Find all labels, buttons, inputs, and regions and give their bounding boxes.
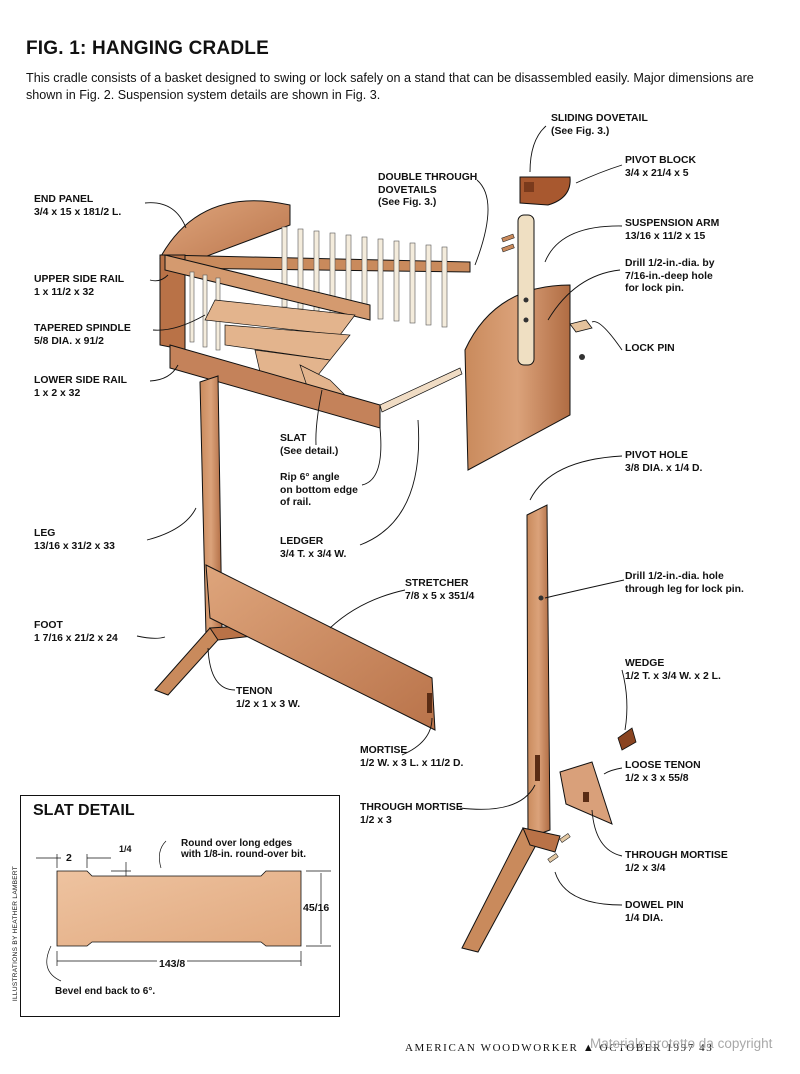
right-leg-shape: [526, 504, 551, 839]
upper-side-rail-shape: [164, 254, 371, 321]
suspension-arm-shape: [517, 214, 535, 366]
left-foot-shape: [154, 627, 226, 696]
label-sliding-dovetail: SLIDING DOVETAIL(See Fig. 3.): [551, 113, 648, 137]
page-footer: AMERICAN WOODWORKER ▲ OCTOBER 1997 43: [405, 1042, 714, 1054]
wedge-shape: [617, 727, 637, 751]
slat-detail-title: SLAT DETAIL: [33, 802, 135, 819]
end-panel-back: [159, 200, 291, 269]
right-foot-shape: [461, 827, 543, 953]
slat-detail-drawing: [36, 840, 331, 982]
slat-dim-width: 45/16: [303, 902, 330, 914]
slat-dim-quarter: 1/4: [119, 844, 132, 854]
label-slat: SLAT(See detail.): [280, 433, 339, 457]
intro-paragraph: This cradle consists of a basket designe…: [26, 71, 754, 102]
slat-dim-2: 2: [66, 852, 72, 864]
lock-pin-shape: [569, 319, 593, 333]
slat-bevel-note: Bevel end back to 6°.: [55, 986, 156, 997]
illustration-credit: ILLUSTRATIONS BY HEATHER LAMBERT: [12, 865, 20, 1002]
copyright-watermark: Materiale protetto da copyright: [590, 1036, 773, 1051]
figure-title: FIG. 1: HANGING CRADLE: [26, 38, 269, 59]
slat-dim-length: 143/8: [157, 958, 188, 970]
stretcher-shape: [205, 564, 436, 731]
ledger-shape: [379, 367, 463, 413]
label-lock-pin: LOCK PIN: [625, 343, 675, 354]
